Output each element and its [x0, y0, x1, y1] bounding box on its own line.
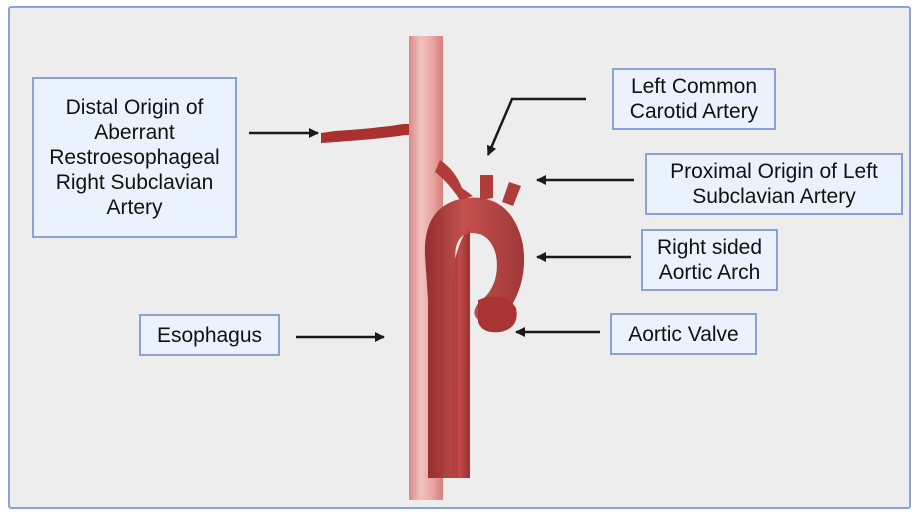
label-right-aortic-arch: Right sided Aortic Arch	[641, 229, 778, 291]
left-common-carotid-branch	[480, 175, 493, 200]
label-distal-origin: Distal Origin of Aberrant Restroesophage…	[32, 77, 237, 238]
label-proximal-origin: Proximal Origin of Left Subclavian Arter…	[645, 153, 903, 215]
label-aortic-valve: Aortic Valve	[610, 313, 757, 355]
aortic-arch	[425, 198, 524, 478]
label-esophagus: Esophagus	[139, 314, 280, 356]
label-left-common-carotid: Left Common Carotid Artery	[612, 68, 776, 130]
arrow-left-common-carotid	[488, 99, 586, 155]
left-subclavian-branch	[502, 182, 521, 206]
